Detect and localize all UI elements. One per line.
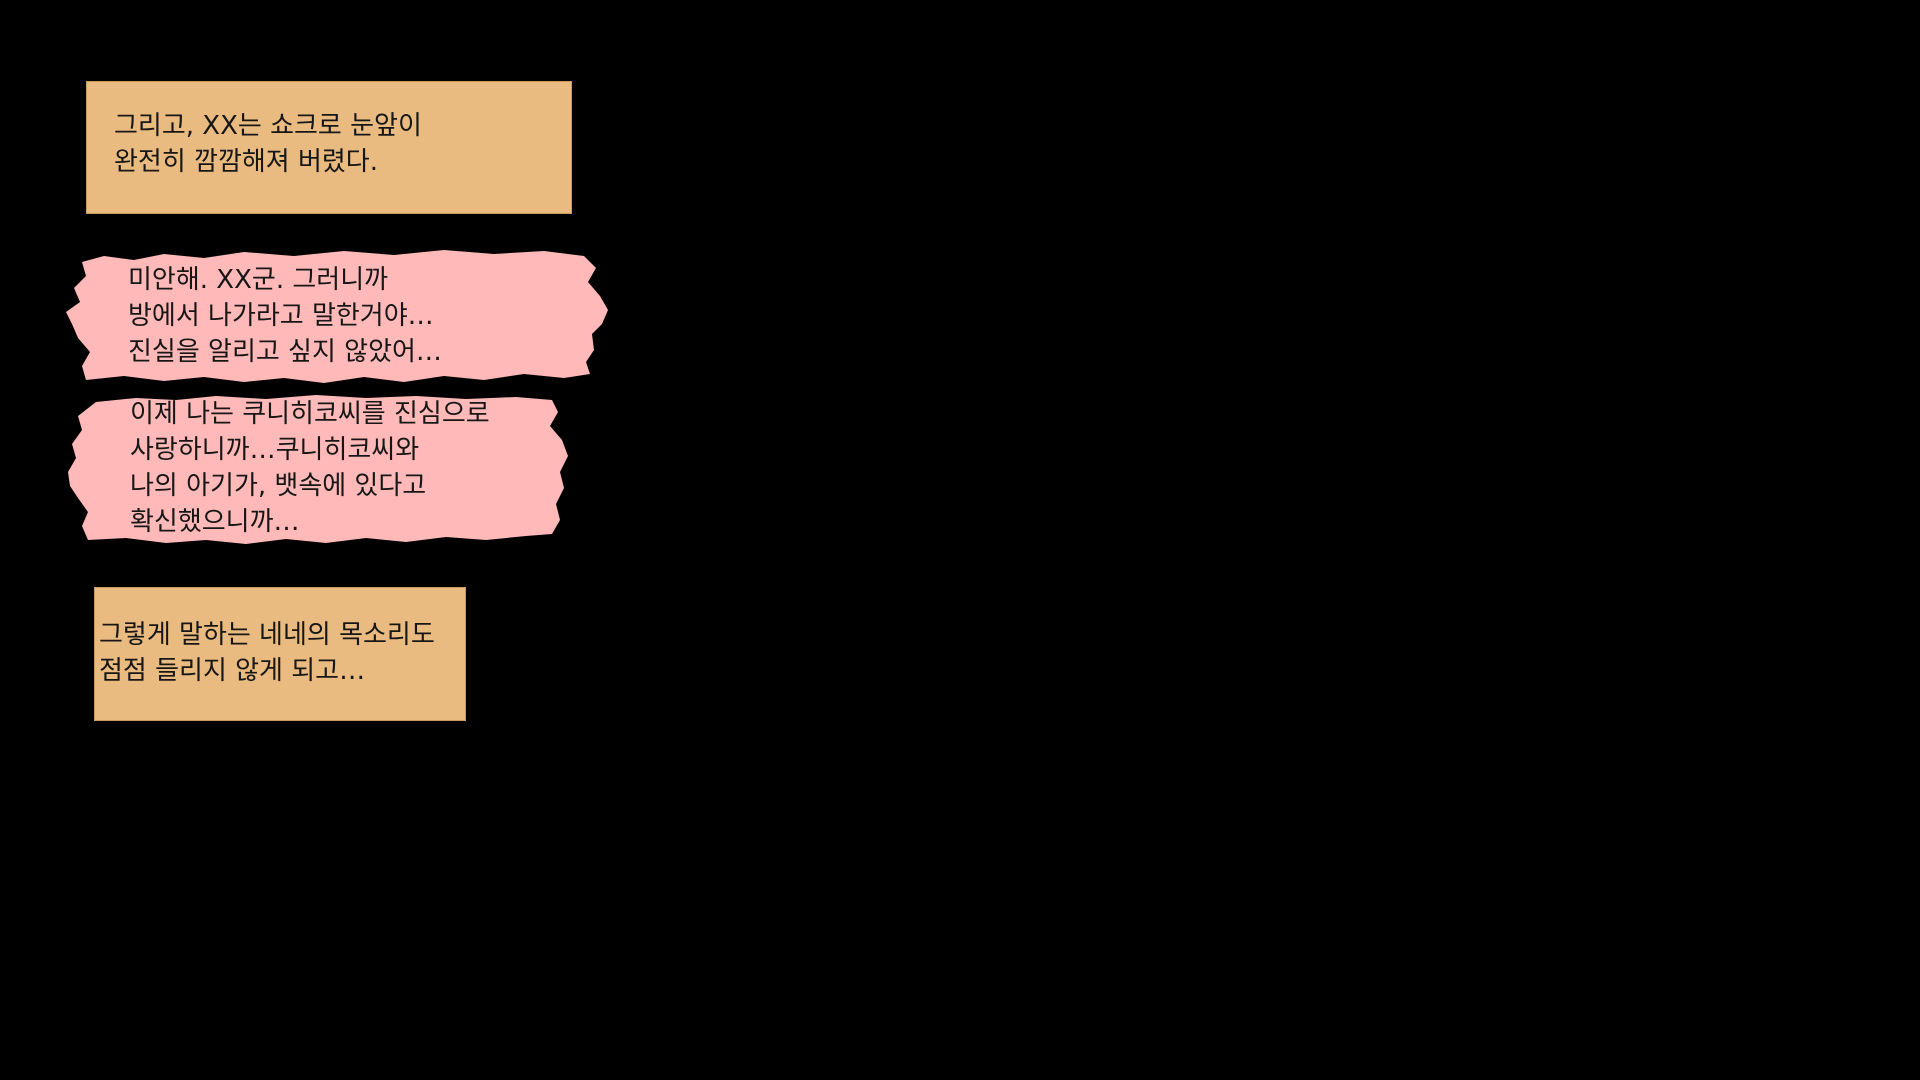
speech-2-line-1: 이제 나는 쿠니히코씨를 진심으로 — [130, 399, 490, 429]
speech-bubble-2: 이제 나는 쿠니히코씨를 진심으로 사랑하니까…쿠니히코씨와 나의 아기가, 뱃… — [66, 394, 576, 550]
narration-box-2: 그렇게 말하는 네네의 목소리도 점점 들리지 않게 되고… — [94, 587, 466, 721]
speech-bubble-1: 미안해. XX군. 그러니까 방에서 나가라고 말한거야… 진실을 알리고 싶지… — [64, 246, 612, 386]
speech-bubble-2-shape — [68, 395, 568, 544]
speech-2-line-2: 사랑하니까…쿠니히코씨와 — [130, 435, 420, 465]
speech-1-line-1: 미안해. XX군. 그러니까 — [128, 265, 389, 295]
narration-box-1: 그리고, XX는 쇼크로 눈앞이 완전히 깜깜해져 버렸다. — [86, 81, 572, 214]
narration-2-line-2: 점점 들리지 않게 되고… — [99, 656, 366, 686]
speech-2-line-4: 확신했으니까… — [130, 507, 300, 537]
speech-1-line-2: 방에서 나가라고 말한거야… — [128, 301, 434, 331]
narration-2-line-1: 그렇게 말하는 네네의 목소리도 — [99, 620, 435, 650]
narration-1-line-2: 완전히 깜깜해져 버렸다. — [114, 147, 378, 177]
speech-bubble-1-shape — [66, 250, 608, 383]
speech-bubble-2-text: 이제 나는 쿠니히코씨를 진심으로 사랑하니까…쿠니히코씨와 나의 아기가, 뱃… — [130, 396, 490, 540]
speech-1-line-3: 진실을 알리고 싶지 않았어… — [128, 337, 442, 367]
narration-1-line-1: 그리고, XX는 쇼크로 눈앞이 — [114, 111, 422, 141]
speech-2-line-3: 나의 아기가, 뱃속에 있다고 — [130, 471, 427, 501]
speech-bubble-1-text: 미안해. XX군. 그러니까 방에서 나가라고 말한거야… 진실을 알리고 싶지… — [128, 262, 442, 370]
